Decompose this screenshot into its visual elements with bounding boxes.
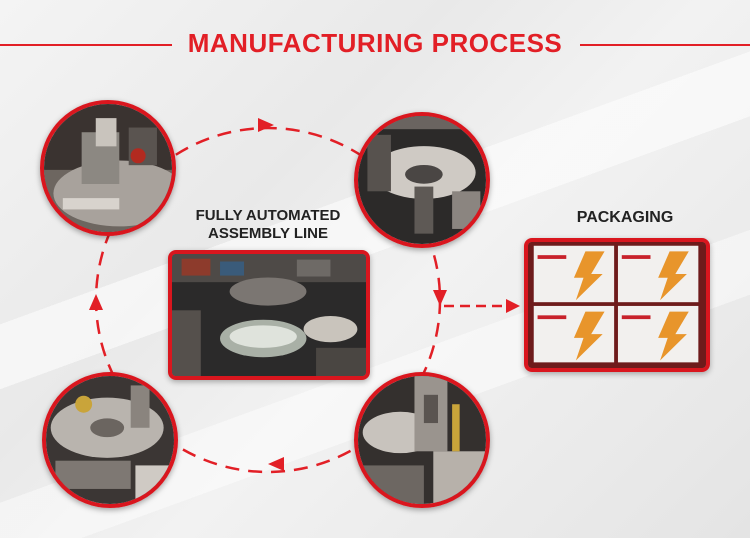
arrow-packaging-icon [506,299,520,313]
process-photo-top-right [354,112,490,248]
assembly-line-label: FULLY AUTOMATED ASSEMBLY LINE [180,207,356,243]
assembly-line-photo [168,250,370,380]
process-photo-top-left [40,100,176,236]
title-rule-left [0,44,172,46]
title-rule-right [580,44,750,46]
arrow-right-icon [433,290,447,306]
page-title: MANUFACTURING PROCESS [187,28,563,58]
arrow-left-icon [89,294,103,310]
arrow-bottom-icon [268,457,284,471]
assembly-label-line2: ASSEMBLY LINE [207,225,329,242]
process-photo-bottom-left [42,372,178,508]
process-photo-bottom-right [354,372,490,508]
packaging-photo [524,238,710,372]
arrow-top-icon [258,118,274,132]
assembly-label-line1: FULLY AUTOMATED [195,207,341,224]
packaging-label: PACKAGING [576,209,674,226]
